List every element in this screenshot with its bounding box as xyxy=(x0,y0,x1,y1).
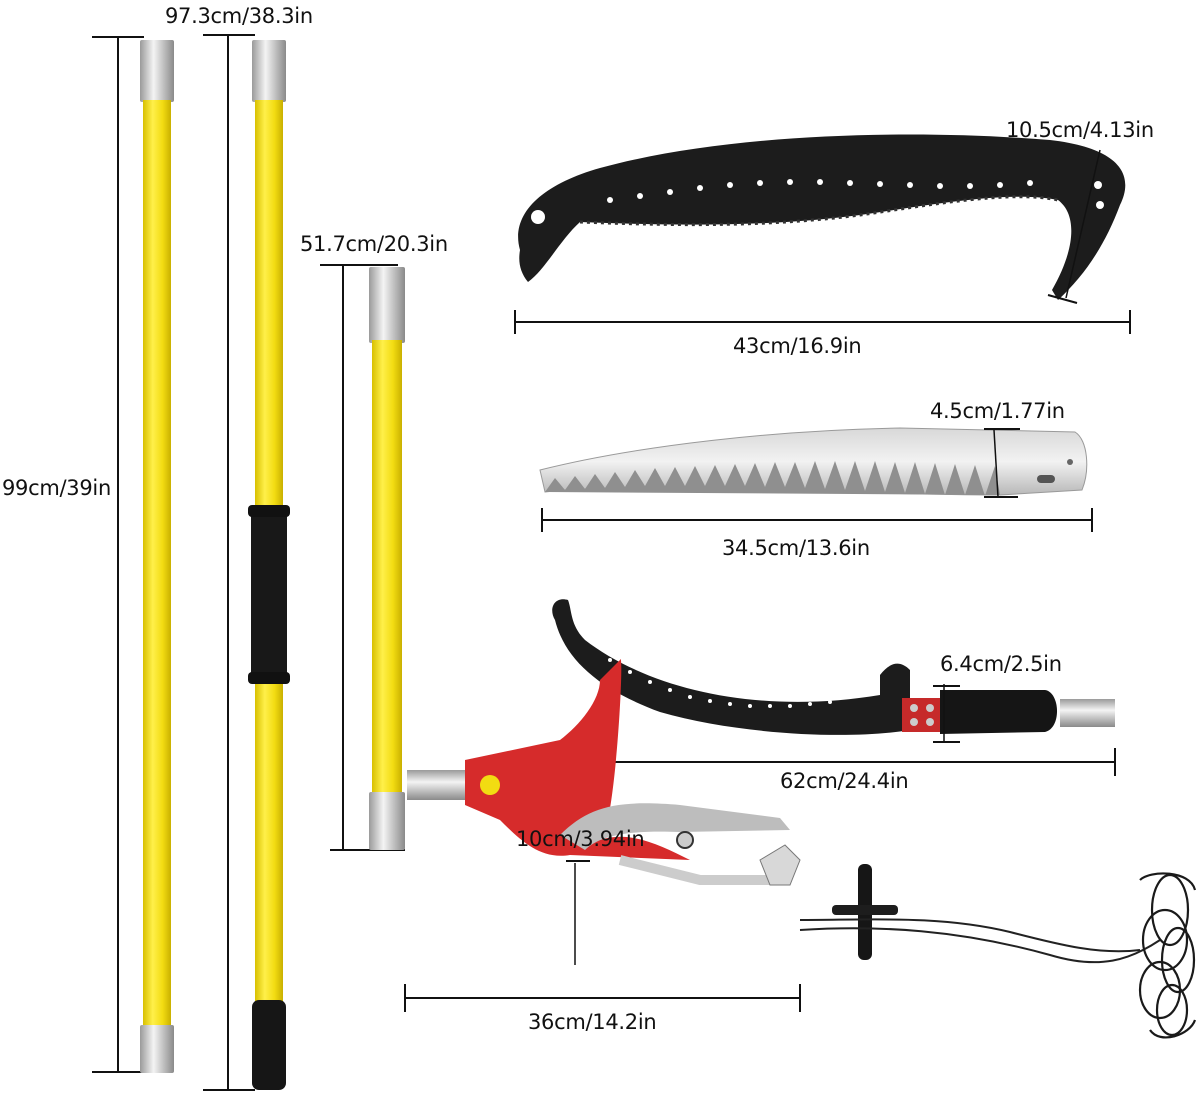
pruner-head xyxy=(404,659,801,1012)
black-saw-width-dimension: 10.5cm/4.13in xyxy=(1006,118,1154,142)
rope-and-handle xyxy=(799,864,1197,1039)
pole-long-dimension: 99cm/39in xyxy=(2,476,111,500)
pruner-length-dimension: 36cm/14.2in xyxy=(528,1010,657,1034)
handle-saw xyxy=(549,599,1116,776)
black-saw-blade xyxy=(514,134,1131,334)
black-saw-length-dimension: 43cm/16.9in xyxy=(733,334,862,358)
silver-saw-width-dimension: 4.5cm/1.77in xyxy=(930,399,1065,423)
pole-long xyxy=(92,36,174,1073)
handle-saw-width-dimension: 6.4cm/2.5in xyxy=(940,652,1062,676)
pole-grip xyxy=(203,34,290,1091)
silver-saw-length-dimension: 34.5cm/13.6in xyxy=(722,536,870,560)
pruner-height-dimension: 10cm/3.94in xyxy=(516,827,645,851)
silver-saw-blade xyxy=(539,427,1093,532)
pole-grip-dimension: 97.3cm/38.3in xyxy=(165,4,313,28)
pole-short xyxy=(320,264,405,851)
handle-saw-length-dimension: 62cm/24.4in xyxy=(780,769,909,793)
pole-short-dimension: 51.7cm/20.3in xyxy=(300,232,448,256)
